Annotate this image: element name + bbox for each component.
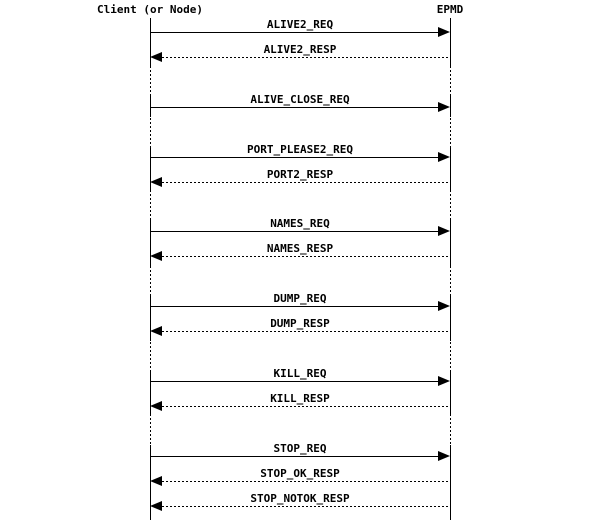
arrowhead-icon [438, 226, 450, 236]
lifeline-solid-segment [150, 146, 151, 192]
actor-label-client: Client (or Node) [97, 3, 203, 16]
arrowhead-icon [150, 326, 162, 336]
lifeline-solid-segment [150, 295, 151, 341]
lifeline-solid-segment [150, 96, 151, 117]
message-label: PORT2_RESP [266, 168, 334, 181]
message-label: STOP_NOTOK_RESP [250, 492, 350, 505]
message-label: DUMP_RESP [270, 317, 330, 330]
arrowhead-icon [150, 177, 162, 187]
message-label: STOP_REQ [273, 442, 327, 455]
message-line [150, 456, 446, 457]
message-line [154, 256, 450, 257]
lifeline-dotted-segment [150, 18, 151, 520]
message-line [154, 57, 450, 58]
message-label: KILL_REQ [273, 367, 327, 380]
message-line [150, 32, 446, 33]
message-label: NAMES_REQ [270, 217, 330, 230]
message-label: ALIVE2_REQ [266, 18, 334, 31]
lifeline-solid-segment [150, 18, 151, 67]
message-label: STOP_OK_RESP [260, 467, 340, 480]
message-line [154, 406, 450, 407]
message-line [150, 231, 446, 232]
message-label: DUMP_REQ [273, 292, 327, 305]
arrowhead-icon [150, 401, 162, 411]
arrowhead-icon [150, 476, 162, 486]
message-line [154, 481, 450, 482]
arrowhead-icon [438, 451, 450, 461]
arrowhead-icon [438, 301, 450, 311]
arrowhead-icon [438, 102, 450, 112]
message-line [150, 381, 446, 382]
lifeline-dotted-segment [450, 18, 451, 520]
lifeline-solid-segment [450, 295, 451, 341]
lifeline-solid-segment [450, 18, 451, 67]
arrowhead-icon [438, 152, 450, 162]
lifeline-solid-segment [150, 370, 151, 416]
message-line [154, 331, 450, 332]
message-label: ALIVE2_RESP [263, 43, 337, 56]
lifeline-solid-segment [450, 220, 451, 266]
lifeline-solid-segment [450, 445, 451, 520]
lifeline-solid-segment [450, 96, 451, 117]
arrowhead-icon [438, 27, 450, 37]
message-label: PORT_PLEASE2_REQ [247, 143, 353, 156]
lifeline-solid-segment [150, 220, 151, 266]
message-line [154, 506, 450, 507]
message-label: NAMES_RESP [266, 242, 334, 255]
message-line [150, 157, 446, 158]
arrowhead-icon [150, 501, 162, 511]
arrowhead-icon [150, 52, 162, 62]
lifeline-solid-segment [450, 370, 451, 416]
actor-label-epmd: EPMD [436, 3, 464, 16]
message-label: ALIVE_CLOSE_REQ [250, 93, 350, 106]
arrowhead-icon [150, 251, 162, 261]
message-label: KILL_RESP [270, 392, 330, 405]
message-line [150, 306, 446, 307]
lifeline-solid-segment [450, 146, 451, 192]
message-line [154, 182, 450, 183]
arrowhead-icon [438, 376, 450, 386]
message-line [150, 107, 446, 108]
